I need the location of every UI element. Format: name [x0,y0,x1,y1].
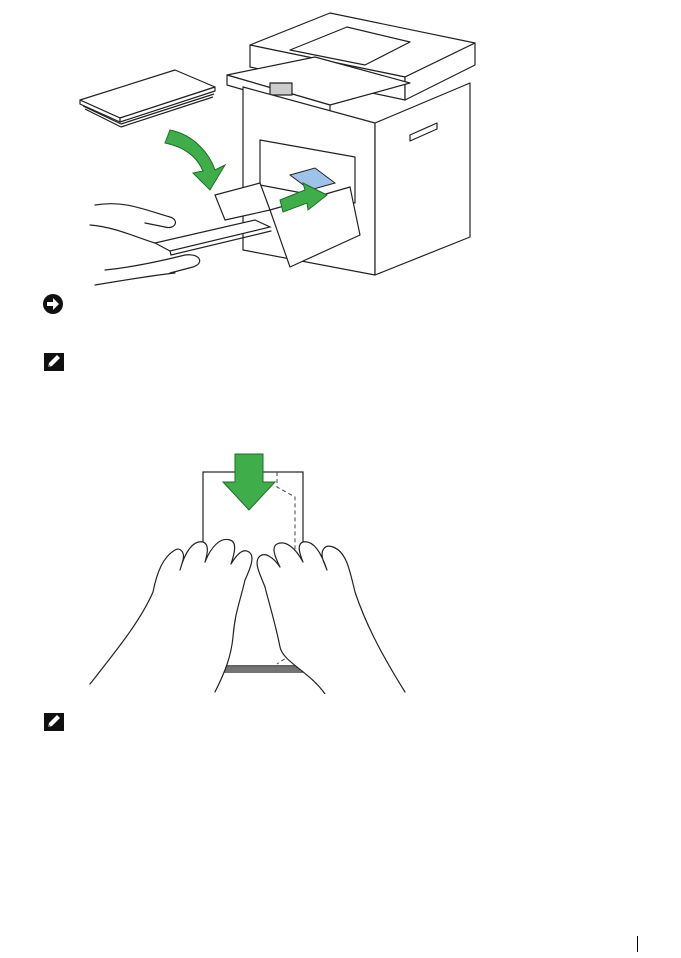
footer-rule [637,936,638,952]
envelope-stack-figure [85,452,410,694]
note-pencil-icon [43,352,65,372]
note-pencil-icon [43,712,65,732]
hands-envelope-illustration [85,452,410,694]
notice-arrow-icon [42,293,64,315]
printer-envelope-figure [75,5,485,290]
printer-illustration [75,5,485,290]
